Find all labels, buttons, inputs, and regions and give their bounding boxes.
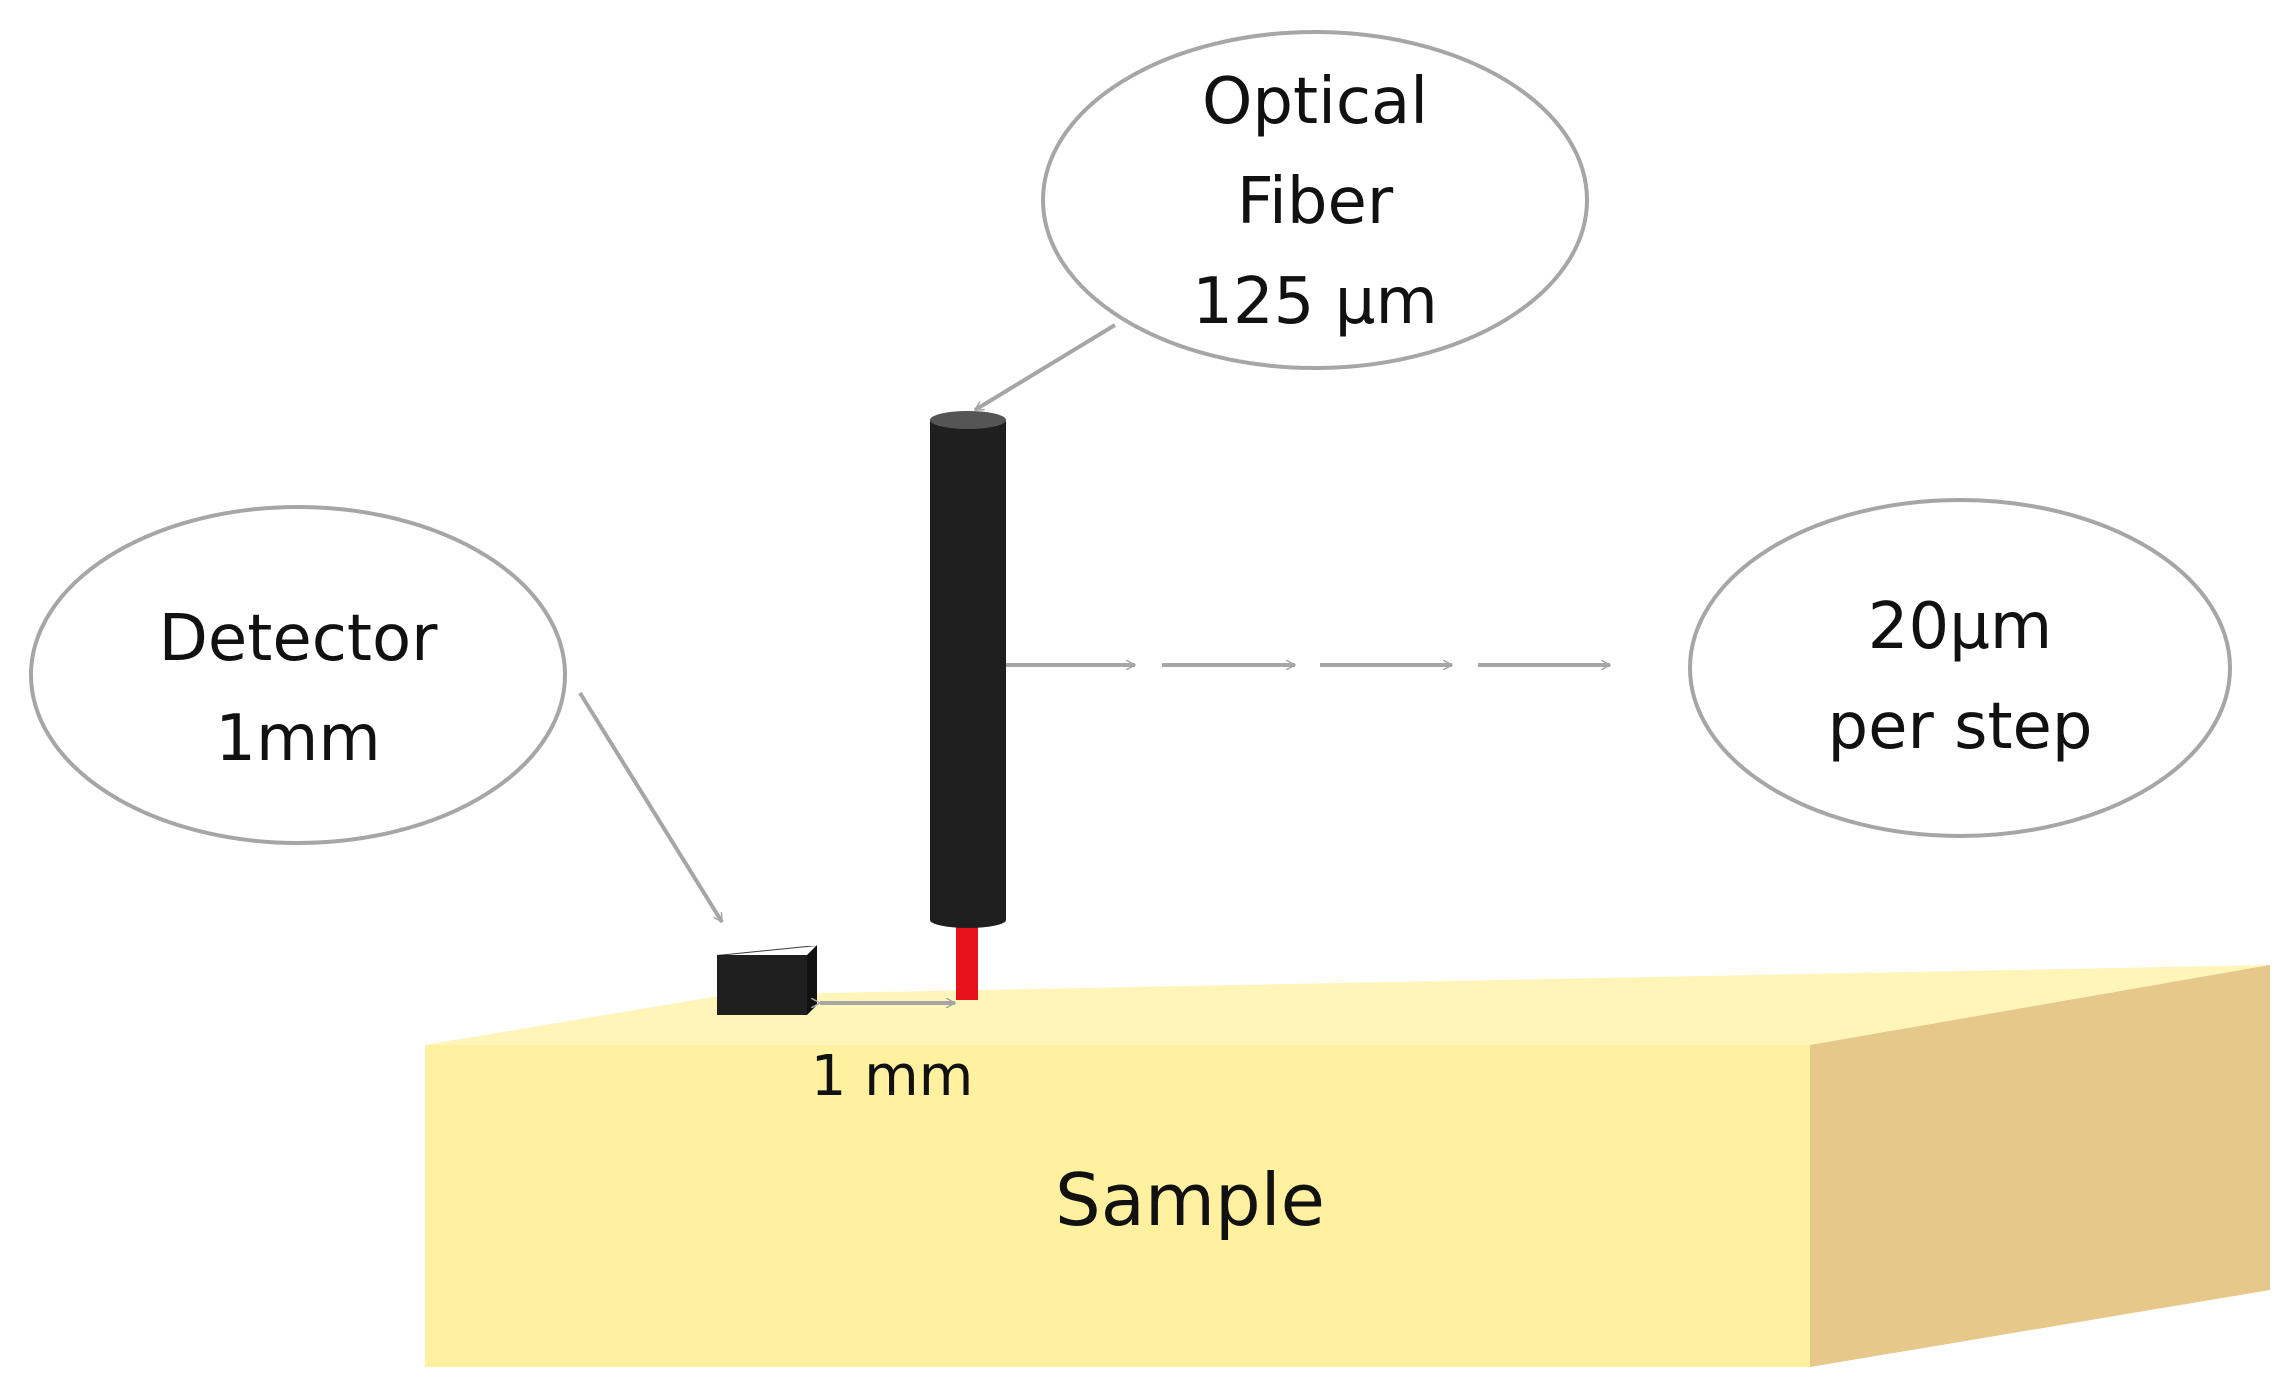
fiber-top-cap (930, 411, 1006, 429)
detector-pointer-arrow (578, 691, 724, 922)
fiber-pointer-arrow (975, 323, 1117, 412)
fiber-callout-line1: Optical (1202, 65, 1428, 139)
distance-label: 1 mm (811, 1044, 974, 1109)
detector-callout-bubble (29, 505, 567, 845)
sample-front-face (425, 1045, 1810, 1367)
fiber-body (930, 420, 1006, 920)
sample-block (425, 965, 2270, 1367)
sample-top-face (425, 965, 2270, 1045)
detector-front-face (717, 955, 807, 1015)
step-callout-line2: per step (1827, 690, 2092, 764)
fiber-bottom-cap (930, 912, 1006, 928)
fiber-tip (956, 915, 978, 1000)
detector-callout-line1: Detector (159, 602, 439, 676)
detector-box (717, 945, 817, 1015)
detector-side-face (807, 945, 817, 1015)
sample-label: Sample (1055, 1158, 1325, 1242)
step-callout-bubble (1688, 498, 2232, 838)
step-callout-line1: 20µm (1868, 590, 2053, 664)
fiber-callout-bubble (1041, 30, 1589, 370)
fiber-callout-line3: 125 µm (1192, 265, 1438, 339)
detector-top-face (717, 946, 817, 955)
sample-side-face (1810, 965, 2270, 1367)
optical-fiber (930, 411, 1006, 1000)
fiber-callout-line2: Fiber (1237, 165, 1394, 239)
detector-callout-line2: 1mm (215, 702, 380, 776)
